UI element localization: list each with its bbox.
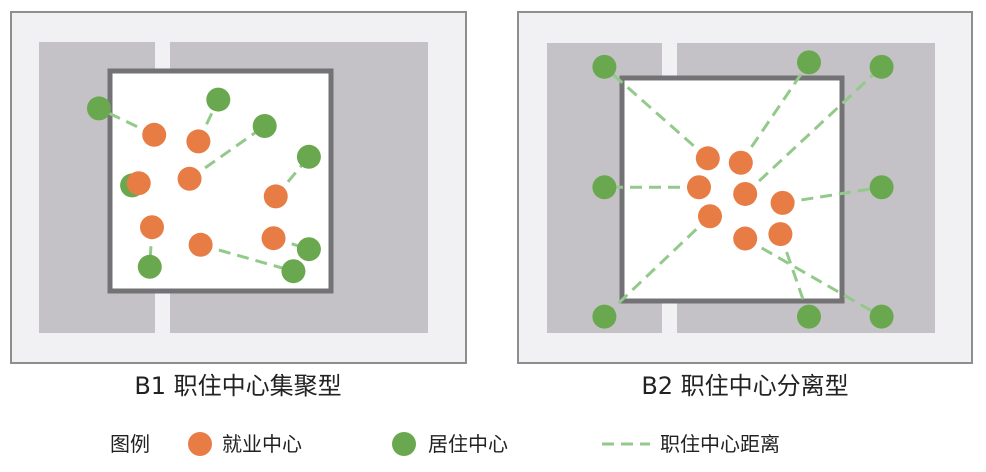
- panel-b1: B1 职住中心集聚型: [10, 11, 467, 400]
- residence-center: [252, 114, 277, 138]
- residence-center: [296, 237, 321, 262]
- legend-link-label: 职住中心距离: [660, 432, 780, 456]
- job-residence-link: [744, 237, 883, 318]
- panel-b2-links: [603, 61, 883, 318]
- job-residence-link: [778, 233, 811, 318]
- panel-b1-residence-centers: [86, 87, 321, 284]
- job-center: [733, 181, 758, 206]
- residence-center: [592, 304, 617, 329]
- job-center: [186, 129, 211, 154]
- job-residence-link: [603, 65, 709, 160]
- legend: 图例 就业中心 居住中心 职住中心距离: [110, 432, 780, 456]
- residence-center: [592, 175, 617, 200]
- job-center: [142, 122, 167, 147]
- legend-title: 图例: [110, 432, 150, 456]
- residence-center: [797, 50, 821, 75]
- job-residence-link: [188, 124, 266, 181]
- job-center: [768, 222, 793, 247]
- residence-center: [296, 144, 321, 169]
- panel-b2-job-centers: [687, 146, 795, 251]
- job-residence-link: [200, 243, 294, 273]
- residence-center: [797, 304, 821, 329]
- panel-b1-job-centers: [126, 122, 288, 257]
- residence-center: [281, 259, 306, 284]
- legend-residence-label: 居住中心: [428, 432, 508, 456]
- job-center: [695, 146, 720, 171]
- residence-center: [86, 96, 111, 121]
- job-center: [770, 190, 795, 215]
- residence-center: [869, 175, 894, 200]
- residence-center: [869, 304, 894, 329]
- panel-b2-residence-centers: [592, 50, 894, 329]
- legend-job-label: 就业中心: [222, 432, 302, 456]
- panel-b2-center-area: [619, 75, 845, 304]
- residence-center: [869, 54, 894, 79]
- job-center: [188, 232, 213, 257]
- job-center: [177, 166, 202, 191]
- job-center: [687, 175, 711, 200]
- job-center: [261, 226, 286, 251]
- job-residence-link: [739, 61, 811, 164]
- residence-center: [592, 54, 617, 79]
- job-center: [733, 226, 758, 251]
- job-center: [728, 150, 753, 175]
- legend-residence-swatch: [392, 432, 416, 456]
- panel-b2: B2 职住中心分离型: [517, 11, 973, 400]
- panel-b2-caption: B2 职住中心分离型: [641, 372, 848, 400]
- panel-b1-caption: B1 职住中心集聚型: [134, 372, 341, 400]
- job-residence-link: [782, 185, 882, 205]
- legend-job-swatch: [188, 432, 212, 456]
- job-center: [263, 184, 288, 209]
- residence-center: [137, 254, 162, 279]
- job-center: [126, 171, 151, 196]
- job-residence-link: [603, 215, 712, 318]
- residence-center: [206, 87, 231, 112]
- job-center: [139, 215, 164, 240]
- job-residence-link: [744, 65, 883, 196]
- job-center: [698, 204, 722, 229]
